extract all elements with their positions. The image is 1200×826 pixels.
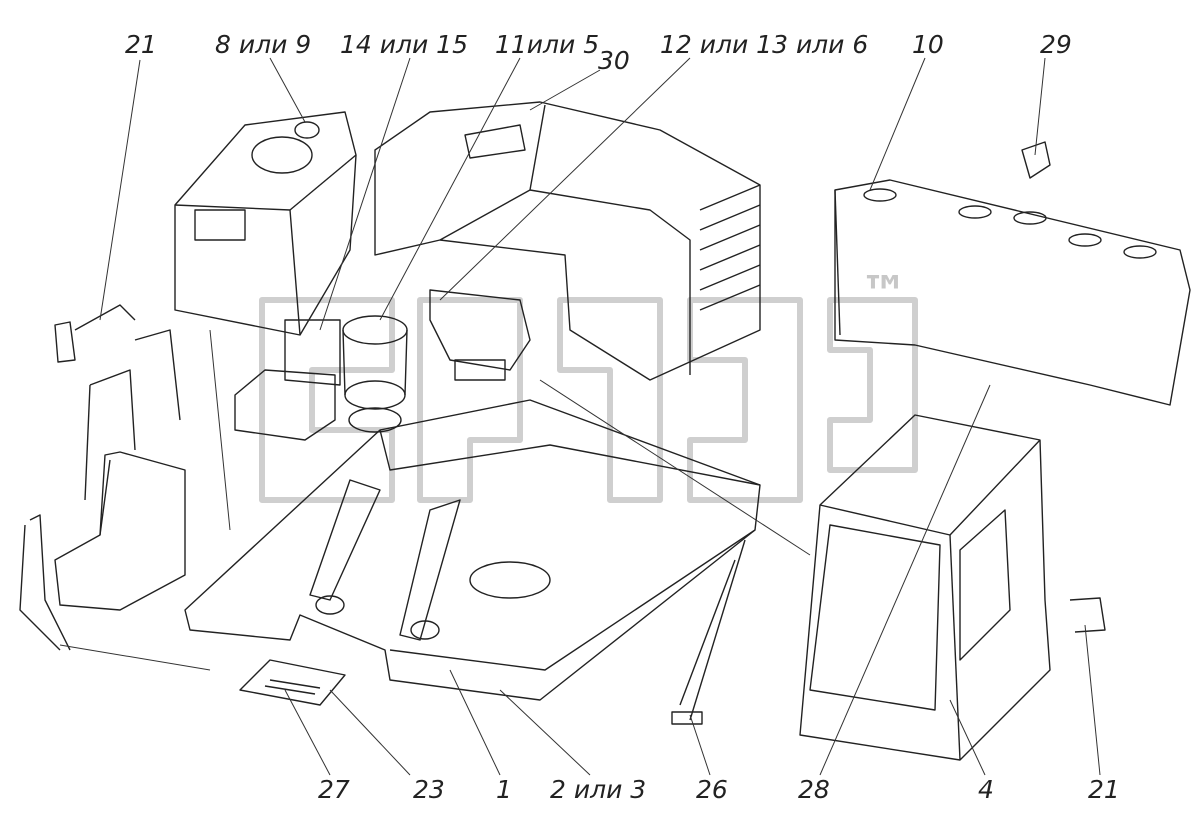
counterweight-part [834,179,1191,406]
bracket-part [1021,141,1051,179]
watermark-trademark: ™ [860,266,916,322]
callout-21-top: 21 [125,30,157,59]
callout-1: 1 [496,775,512,804]
callout-8-or-9: 8 или 9 [215,30,312,59]
callout-21-bottom: 21 [1088,775,1120,804]
callout-10: 10 [912,30,944,59]
callout-4: 4 [978,775,994,804]
callout-11-or-5: 11или 5 [495,30,600,59]
callout-2-or-3: 2 или 3 [550,775,647,804]
callout-12-or-13-or-6: 12 или 13 или 6 [660,30,869,59]
callout-30: 30 [598,46,630,75]
callout-29: 29 [1040,30,1072,59]
callout-26: 26 [696,775,728,804]
watermark-logo [259,297,918,503]
door-handle-part [1069,597,1106,633]
fuel-tank-part [174,111,357,336]
cabin-part [799,414,1051,761]
callout-23: 23 [413,775,445,804]
control-valve-part [429,289,531,381]
callout-27: 27 [318,775,350,804]
battery-box-part [234,319,341,441]
main-frame-part [184,399,761,701]
engine-hood-part [374,101,761,381]
floor-mat-part [239,659,346,706]
callout-14-or-15: 14 или 15 [340,30,468,59]
callout-28: 28 [798,775,830,804]
wiper-part [671,539,746,725]
handrail-part [19,304,181,651]
leader-lines [59,57,1101,776]
operator-seat-part [54,451,186,611]
swing-drive-part [342,315,408,433]
